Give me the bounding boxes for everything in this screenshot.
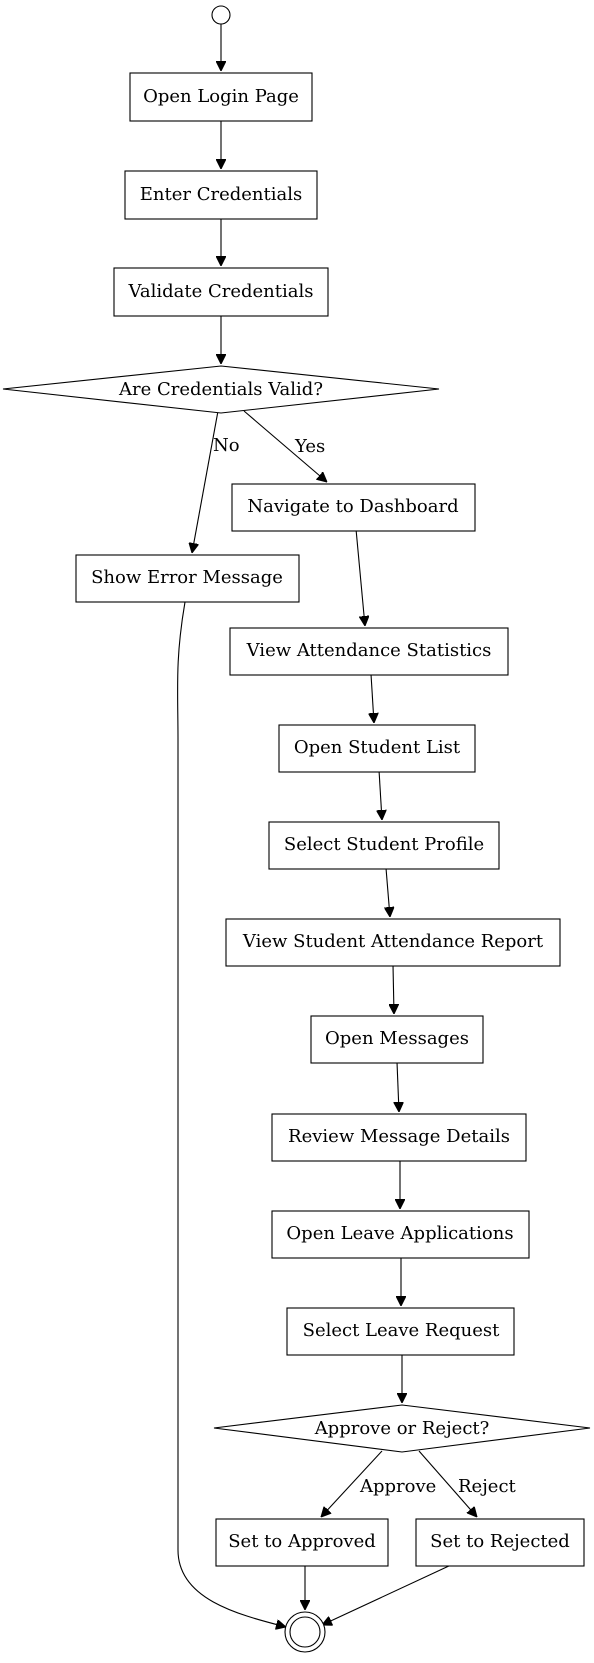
edges [177,24,477,1627]
decision-approve-or-reject: Approve or Reject? [213,1404,591,1453]
start-node [211,5,231,25]
edge-decision-to-error [192,410,219,553]
node-set-to-rejected-label: Set to Rejected [430,1531,570,1552]
decision-are-credentials-valid: Are Credentials Valid? [2,365,440,414]
node-open-student-list: Open Student List [278,724,476,773]
edge-label-yes: Yes [294,436,325,457]
node-navigate-to-dashboard-label: Navigate to Dashboard [247,496,458,517]
edge-decision-to-rejected [418,1450,477,1517]
node-open-messages: Open Messages [310,1015,484,1064]
node-set-to-approved: Set to Approved [215,1518,389,1567]
edge-dashboard-to-statistics [355,528,365,626]
node-show-error-message: Show Error Message [75,554,300,603]
node-enter-credentials: Enter Credentials [124,170,318,220]
edge-student-list-to-profile [379,769,382,820]
edge-rejected-to-end [322,1564,452,1625]
node-set-to-rejected: Set to Rejected [415,1518,585,1567]
node-open-messages-label: Open Messages [325,1028,469,1049]
node-set-to-approved-label: Set to Approved [228,1531,376,1552]
node-select-leave-request: Select Leave Request [286,1307,515,1356]
end-node [284,1611,326,1653]
node-open-leave-applications-label: Open Leave Applications [286,1223,513,1244]
node-navigate-to-dashboard: Navigate to Dashboard [231,483,476,532]
node-validate-credentials: Validate Credentials [113,267,329,317]
edge-label-no: No [213,435,240,456]
node-view-attendance-statistics-label: View Attendance Statistics [246,640,492,661]
edge-error-to-end [177,601,286,1627]
node-enter-credentials-label: Enter Credentials [140,184,302,205]
node-select-leave-request-label: Select Leave Request [303,1320,501,1341]
node-view-student-attendance-report: View Student Attendance Report [225,918,561,967]
decision-approve-or-reject-label: Approve or Reject? [314,1418,490,1439]
node-open-leave-applications: Open Leave Applications [271,1210,530,1259]
node-open-student-list-label: Open Student List [294,737,461,758]
edge-profile-to-report [386,867,390,917]
edge-decision-to-approved [321,1450,383,1517]
edge-report-to-messages [393,964,394,1014]
node-review-message-details-label: Review Message Details [288,1126,510,1147]
edge-label-approve: Approve [359,1476,436,1497]
node-open-login-page-label: Open Login Page [143,86,299,107]
node-view-student-attendance-report-label: View Student Attendance Report [242,931,544,952]
node-select-student-profile: Select Student Profile [268,821,500,870]
decision-are-credentials-valid-label: Are Credentials Valid? [118,379,323,400]
node-validate-credentials-label: Validate Credentials [128,281,314,302]
node-select-student-profile-label: Select Student Profile [284,834,484,855]
node-show-error-message-label: Show Error Message [91,567,283,588]
node-view-attendance-statistics: View Attendance Statistics [229,627,509,676]
edge-statistics-to-student-list [371,673,374,723]
edge-label-reject: Reject [458,1476,517,1497]
edge-decision-to-dashboard [243,410,327,482]
node-review-message-details: Review Message Details [271,1113,527,1162]
node-open-login-page: Open Login Page [129,72,313,122]
edge-messages-to-review [397,1061,399,1112]
